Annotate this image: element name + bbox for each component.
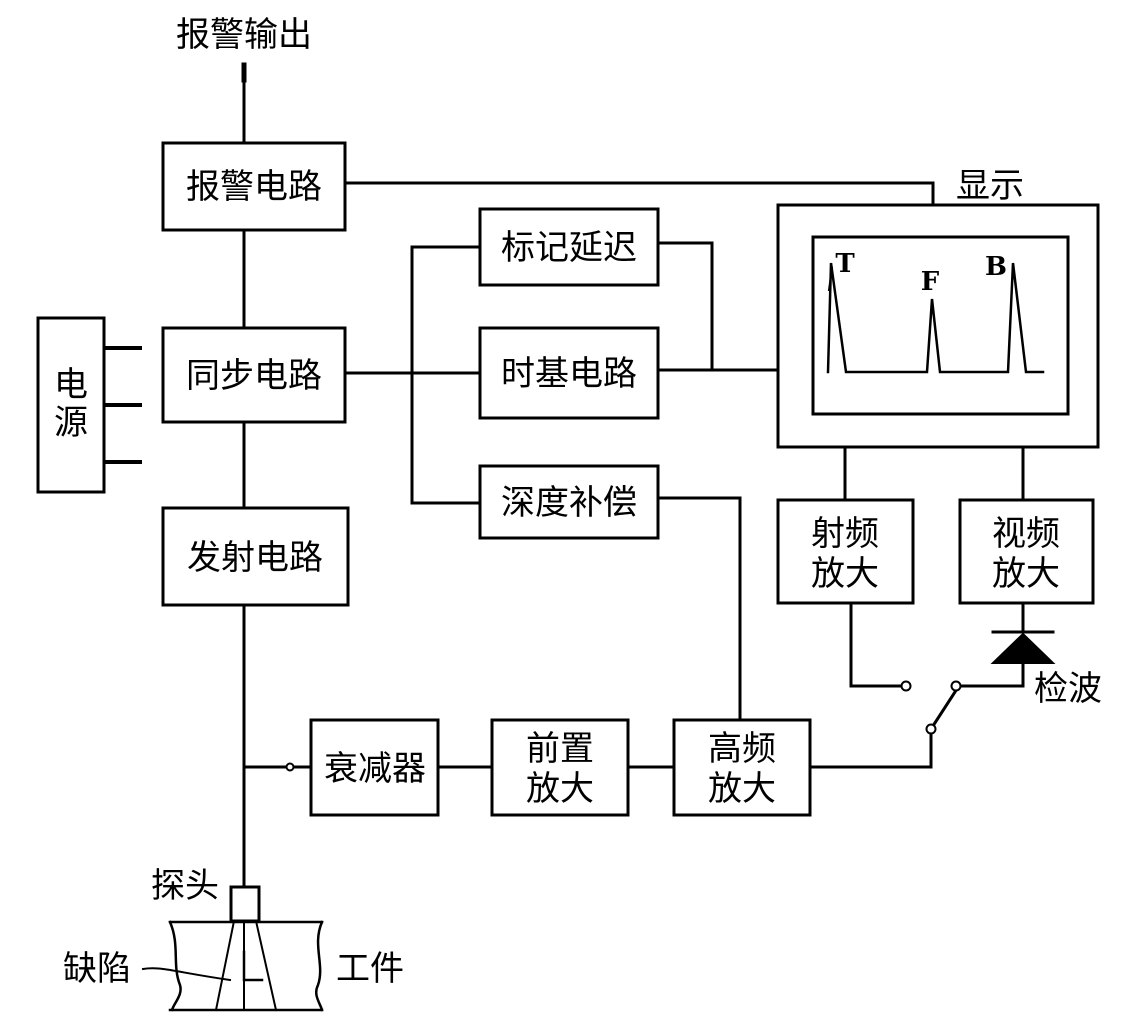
waveform-label-b: B	[985, 252, 1007, 282]
transmit-circuit-block: 发射电路	[161, 506, 350, 607]
display-label: 显示	[956, 166, 1024, 206]
video-amp-label-1: 视频	[992, 514, 1060, 554]
detector-diode-icon	[990, 630, 1056, 664]
waveform-label-t: T	[835, 249, 855, 279]
sync-circuit-block: 同步电路	[161, 326, 347, 424]
alarm-circuit-label: 报警电路	[186, 167, 322, 207]
video-terminal-icon	[950, 680, 962, 692]
alarm-circuit-block: 报警电路	[161, 141, 347, 232]
attenuator-label: 衰减器	[324, 749, 426, 789]
marker-delay-block: 标记延迟	[478, 207, 660, 287]
defect-label: 缺陷	[63, 949, 131, 989]
attenuator-block: 衰减器	[309, 718, 440, 817]
switch-pivot-icon	[925, 723, 937, 735]
workpiece-label: 工件	[336, 949, 404, 989]
marker-delay-label: 标记延迟	[501, 228, 637, 268]
preamp-label-2: 放大	[526, 769, 594, 809]
preamplifier-block: 前置 放大	[490, 718, 630, 817]
rf-terminal-icon	[900, 680, 912, 692]
probe-label: 探头	[151, 866, 219, 906]
timebase-circuit-block: 时基电路	[478, 326, 660, 420]
video-amplifier-block: 视频 放大	[958, 498, 1095, 605]
depth-compensation-label: 深度补偿	[501, 483, 637, 523]
preamp-label-1: 前置	[526, 729, 594, 769]
waveform-label-f: F	[921, 267, 940, 297]
power-supply-label-1: 电	[54, 365, 88, 405]
detector-label: 检波	[1034, 669, 1102, 709]
attenuator-input-terminal-icon	[285, 762, 295, 772]
switch-terminals	[285, 680, 962, 772]
workpiece-icon	[168, 920, 324, 1012]
rf-amplifier-block: 射频 放大	[776, 498, 915, 605]
power-supply-label-2: 源	[54, 403, 88, 443]
display-block: T F B	[776, 203, 1100, 449]
ascan-waveform	[826, 262, 1045, 374]
probe-icon	[229, 885, 261, 923]
rf-amp-label-1: 射频	[811, 514, 879, 554]
hf-amp-label-1: 高频	[708, 729, 776, 769]
hf-amp-label-2: 放大	[708, 769, 776, 809]
sync-circuit-label: 同步电路	[186, 356, 322, 396]
hf-amplifier-block: 高频 放大	[672, 718, 812, 817]
power-supply-block: 电 源	[36, 316, 106, 494]
depth-compensation-block: 深度补偿	[478, 464, 660, 540]
rf-amp-label-2: 放大	[811, 554, 879, 594]
probe-and-workpiece	[141, 885, 324, 1012]
alarm-output-label: 报警输出	[176, 15, 312, 55]
transmit-circuit-label: 发射电路	[187, 538, 323, 578]
defect-icon	[242, 950, 264, 982]
video-amp-label-2: 放大	[992, 554, 1060, 594]
connection-wires	[102, 62, 1025, 889]
timebase-circuit-label: 时基电路	[501, 354, 637, 394]
